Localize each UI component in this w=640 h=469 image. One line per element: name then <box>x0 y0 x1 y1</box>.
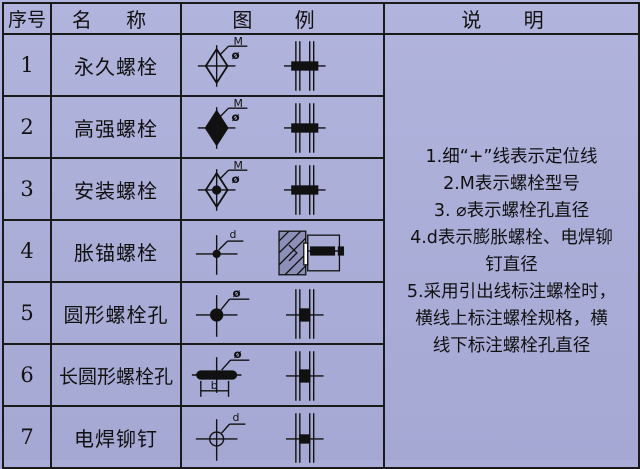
table-row: 3 安装螺栓 M ø <box>2 157 639 221</box>
section-view-icon <box>283 165 326 215</box>
note-line: 钉直径 <box>485 254 538 275</box>
row-number: 1 <box>2 33 52 97</box>
table-row: 6 长圆形螺栓孔 ø b <box>2 343 639 407</box>
note-line: 5.采用引出线标注螺栓时， <box>406 281 617 302</box>
header-serial-number: 序号 <box>2 2 52 35</box>
header-legend: 图 例 <box>180 2 385 35</box>
table-row: 4 胀锚螺栓 d <box>2 219 639 283</box>
high-strength-bolt-symbol: M ø <box>197 97 326 153</box>
row-symbols: M ø <box>180 33 385 97</box>
section-view-icon <box>283 103 326 153</box>
row-name: 安装螺栓 <box>50 157 182 221</box>
row-symbols: ø b <box>180 343 385 407</box>
hole-diameter-label: ø <box>233 347 241 361</box>
note-line: 4.d表示膨胀螺栓、电焊铆 <box>410 227 613 248</box>
row-symbols: M ø <box>180 157 385 221</box>
slotted-bolt-hole-symbol: ø b <box>191 347 324 401</box>
bolt-model-label: M <box>233 35 242 48</box>
diameter-label: d <box>230 228 237 241</box>
expansion-anchor-bolt-symbol: d <box>195 228 345 276</box>
row-symbols: ø <box>180 281 385 345</box>
permanent-bolt-symbol: M ø <box>197 35 326 91</box>
row-number: 3 <box>2 157 52 221</box>
table-row: 5 圆形螺栓孔 ø <box>2 281 639 345</box>
row-symbols: M ø <box>180 95 385 159</box>
diameter-label: d <box>232 411 239 424</box>
description-cell: 1.细“+”线表示定位线 2.M表示螺栓型号 3. ⌀表示螺栓孔直径 4.d表示… <box>383 33 640 469</box>
section-view-icon <box>285 289 324 339</box>
note-line: 线下标注螺栓孔直径 <box>432 335 591 356</box>
row-number: 2 <box>2 95 52 159</box>
hole-diameter-label: ø <box>232 286 240 300</box>
anchor-section-icon <box>278 230 345 276</box>
section-view-icon <box>285 413 324 463</box>
hole-diameter-label: ø <box>232 48 240 62</box>
row-symbols: d <box>180 219 385 283</box>
header-name: 名 称 <box>50 2 182 35</box>
table-row: 2 高强螺栓 M ø <box>2 95 639 159</box>
row-name: 高强螺栓 <box>50 95 182 159</box>
welded-rivet-symbol: d <box>195 411 324 463</box>
header-row: 序号 名 称 图 例 说 明 <box>2 2 640 35</box>
note-line: 2.M表示螺栓型号 <box>443 173 580 194</box>
note-line: 1.细“+”线表示定位线 <box>425 146 598 167</box>
hole-diameter-label: ø <box>232 172 240 186</box>
row-number: 5 <box>2 281 52 345</box>
bolt-model-label: M <box>233 97 242 110</box>
erection-bolt-symbol: M ø <box>197 159 326 215</box>
row-name: 圆形螺栓孔 <box>50 281 182 345</box>
row-symbols: d <box>180 405 385 469</box>
note-line: 横线上标注螺栓规格，横 <box>415 308 608 329</box>
round-bolt-hole-symbol: ø <box>195 286 324 339</box>
note-line: 3. ⌀表示螺栓孔直径 <box>433 200 590 221</box>
slot-length-label: b <box>211 379 218 392</box>
row-name: 电焊铆钉 <box>50 405 182 469</box>
row-name: 长圆形螺栓孔 <box>50 343 182 407</box>
section-view-icon <box>283 41 326 91</box>
row-number: 6 <box>2 343 52 407</box>
row-number: 7 <box>2 405 52 469</box>
hole-diameter-label: ø <box>232 110 240 124</box>
table-row: 1 永久螺栓 M ø <box>2 33 640 469</box>
bolt-model-label: M <box>233 159 242 172</box>
section-view-icon <box>285 351 324 401</box>
row-name: 胀锚螺栓 <box>50 219 182 283</box>
row-number: 4 <box>2 219 52 283</box>
header-description: 说 明 <box>383 2 640 35</box>
row-name: 永久螺栓 <box>50 33 182 97</box>
